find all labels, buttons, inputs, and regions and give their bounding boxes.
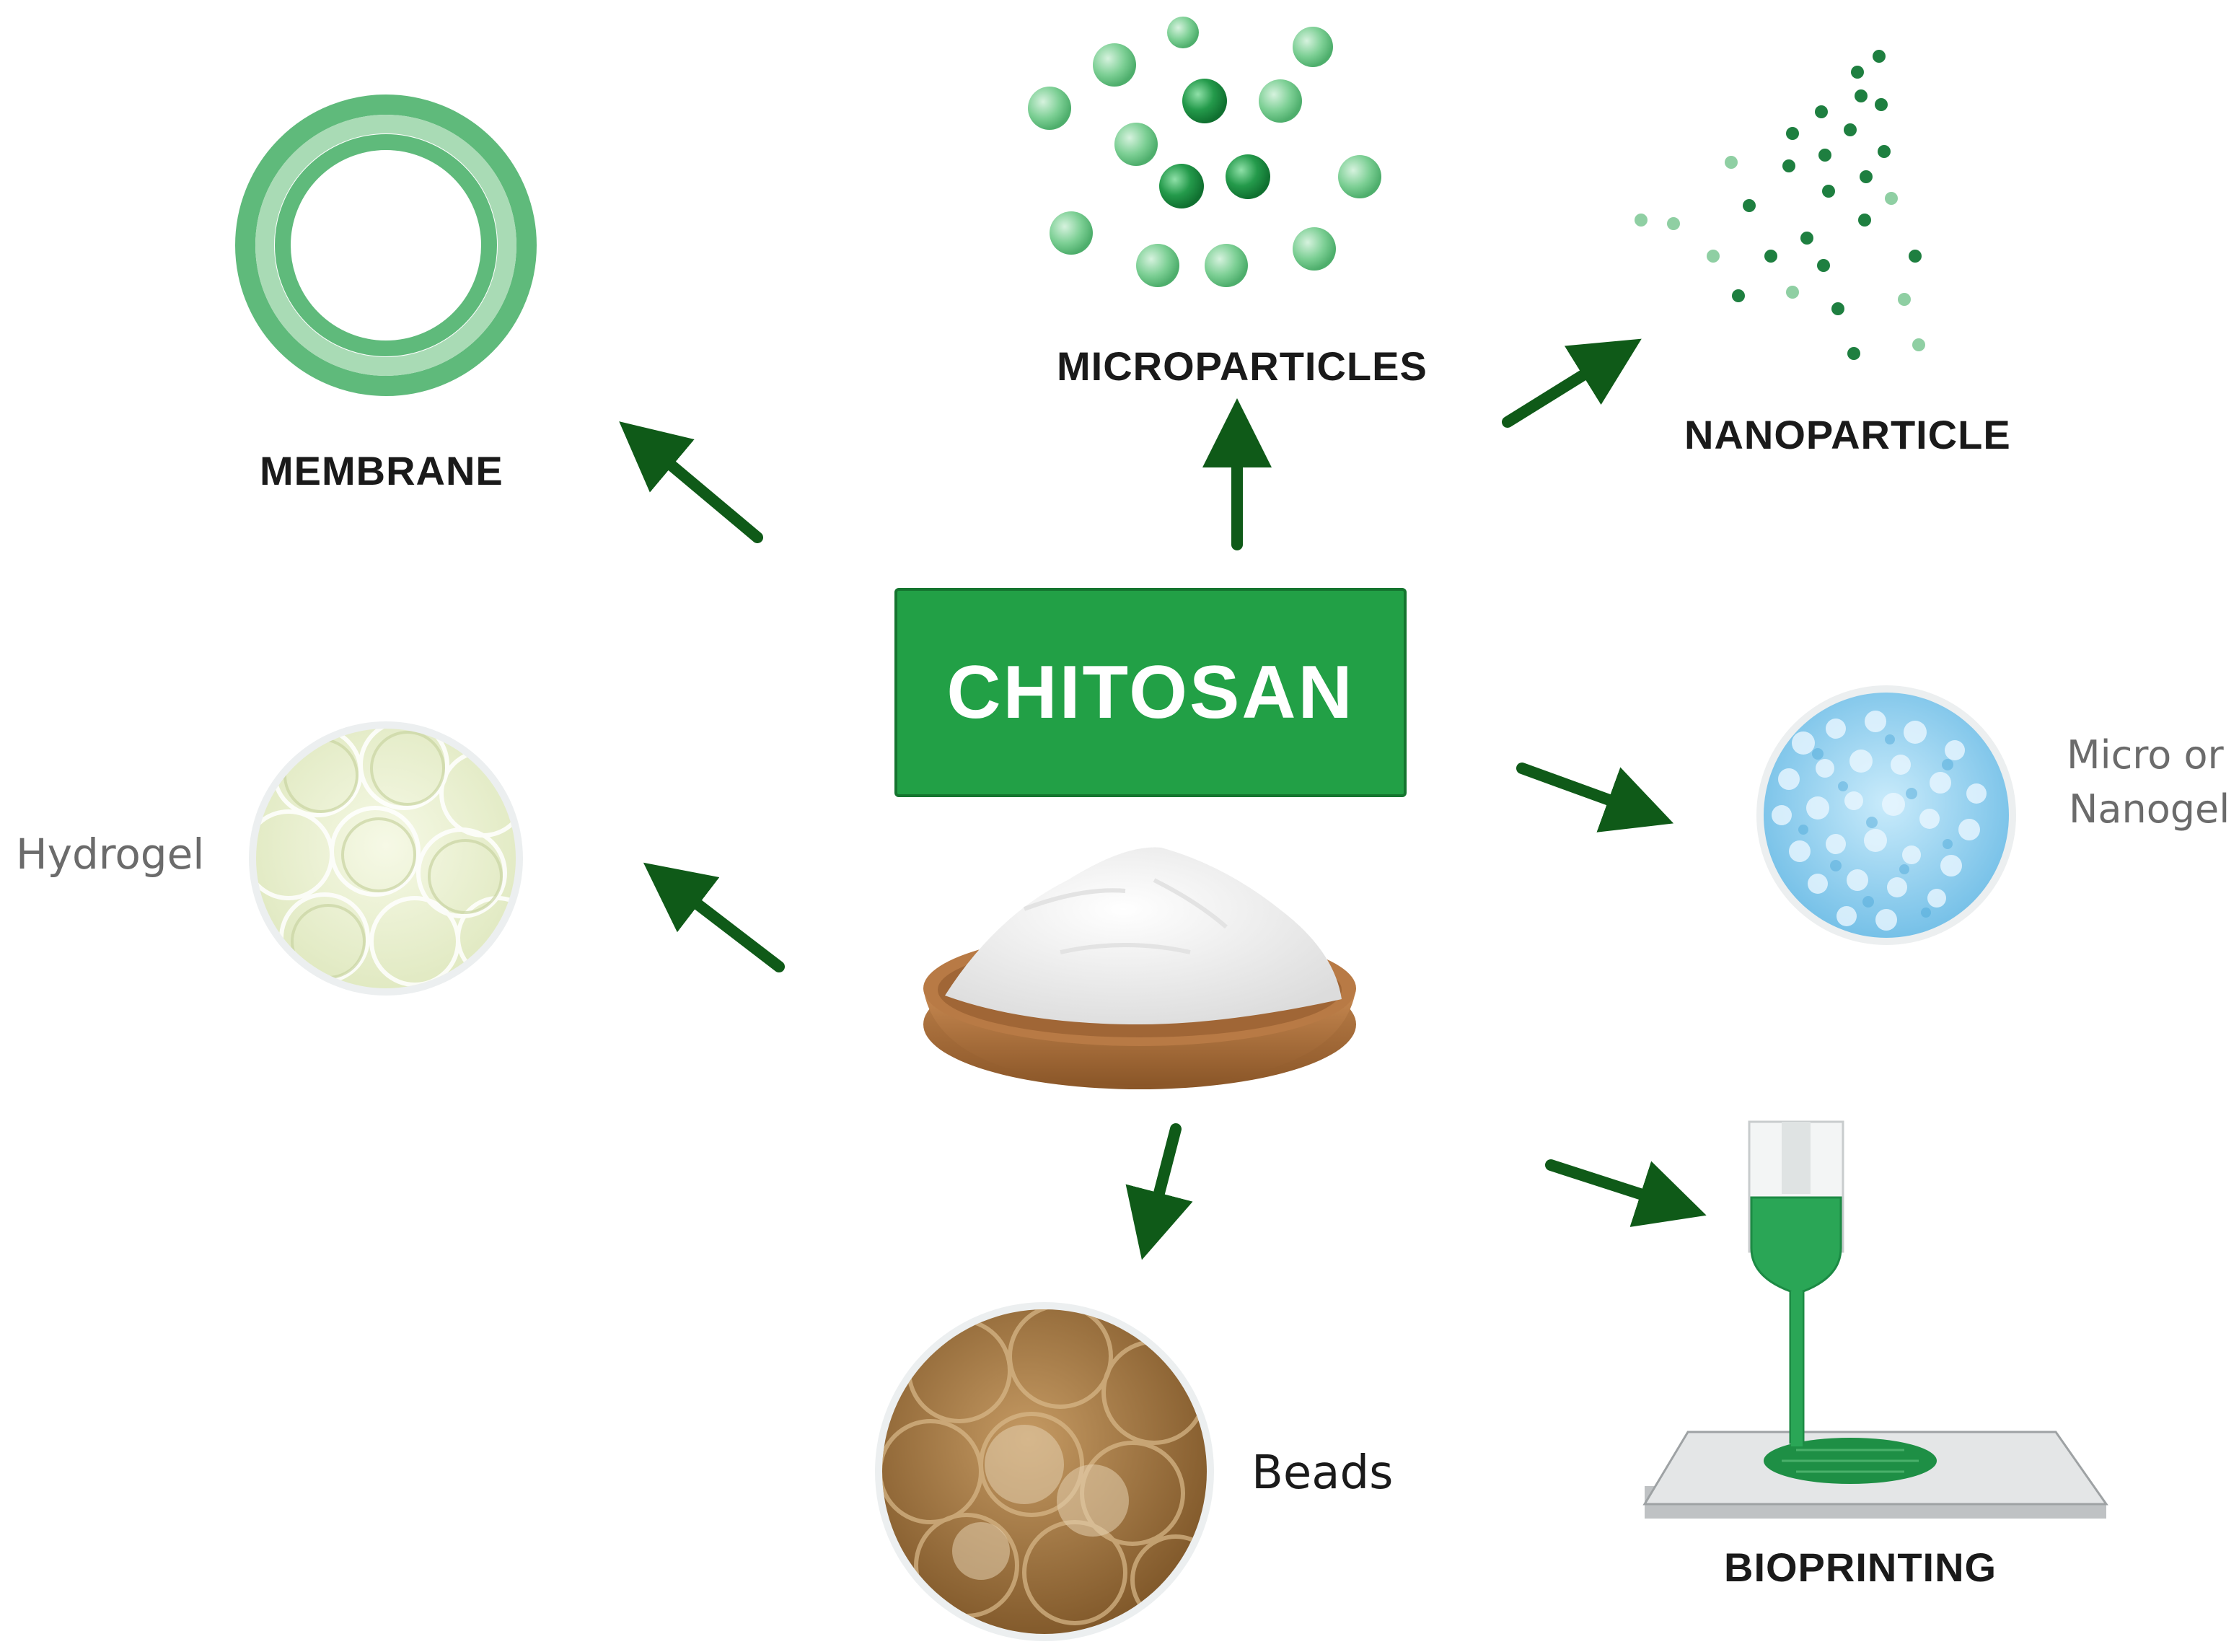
hydrogel-label: Hydrogel — [16, 830, 205, 879]
blue-gel-icon — [1756, 685, 2016, 945]
nanoparticle-spray-icon — [1635, 50, 1925, 360]
arrow-to-beads — [1125, 1123, 1193, 1260]
brown-beads-icon — [875, 1302, 1214, 1641]
hydrogel-spheres-icon — [249, 721, 523, 996]
bioprinting-label: BIOPRINTING — [1724, 1545, 1997, 1590]
powder-bowl-icon — [923, 847, 1356, 1089]
arrow-to-bioprinting — [1545, 1159, 1707, 1227]
nanogel-label-line2: Nanogel — [2069, 786, 2230, 832]
microparticles-icon — [1028, 17, 1381, 287]
chitosan-title-box: CHITOSAN — [894, 588, 1407, 797]
nanoparticle-label: NANOPARTICLE — [1684, 412, 2011, 457]
arrow-to-nanogel — [1516, 763, 1674, 832]
chitosan-title: CHITOSAN — [946, 650, 1355, 734]
arrows — [619, 338, 1707, 1260]
bioprinter-nozzle-icon — [1642, 1120, 2108, 1519]
arrow-to-hydrogel — [643, 862, 785, 972]
arrow-to-membrane — [619, 421, 763, 543]
microparticles-label: MICROPARTICLES — [1057, 343, 1428, 389]
beads-label: Beads — [1252, 1446, 1394, 1500]
membrane-label: MEMBRANE — [260, 448, 503, 493]
nanogel-label-line1: Micro or — [2067, 732, 2224, 778]
membrane-ring-icon — [235, 95, 537, 396]
arrow-to-nanoparticle — [1502, 338, 1642, 428]
